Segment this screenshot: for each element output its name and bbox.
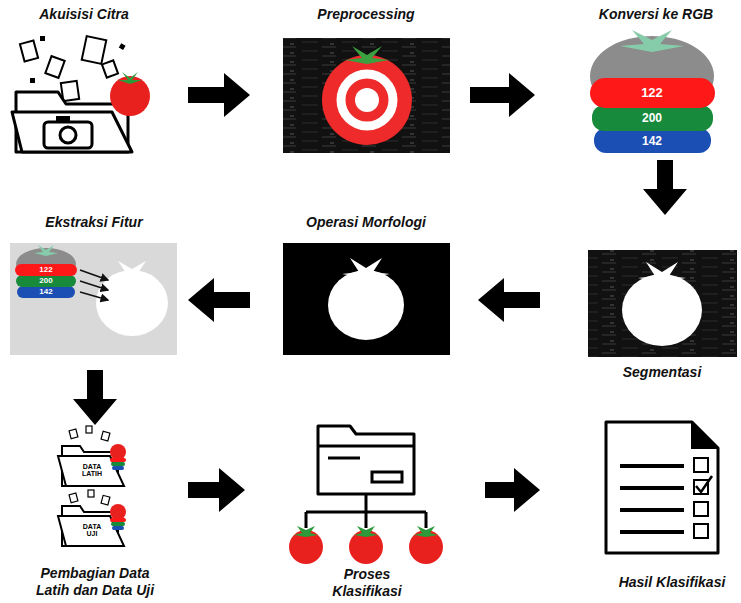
preprocessing-image (283, 38, 450, 153)
step-label: Hasil Klasifikasi (587, 574, 741, 591)
acquisition-icon (12, 36, 150, 152)
segmentation-image (588, 250, 737, 357)
channel-value: 122 (630, 86, 674, 99)
flow-arrow (188, 278, 250, 322)
flow-arrow (188, 468, 245, 512)
step-label: Segmentasi (582, 364, 741, 381)
morphology-step: Operasi Morfologi (250, 212, 478, 370)
flow-arrow (188, 73, 250, 117)
result-step: Hasil Klasifikasi (540, 415, 738, 600)
channel-value: 142 (31, 288, 61, 296)
flow-arrow (73, 370, 117, 425)
flow-arrow (470, 73, 535, 117)
classification-icon (289, 426, 443, 564)
step-label: Konversi ke RGB (571, 6, 741, 23)
preprocessing-step: Preprocessing (250, 5, 470, 160)
acquisition-step: Akuisisi Citra (5, 5, 188, 160)
rgb-tomato (590, 30, 715, 153)
step-label: Pembagian Data Latih dan Data Uji (24, 565, 166, 599)
split-step: Pembagian Data Latih dan Data Uji (5, 425, 188, 600)
channel-value: 142 (630, 135, 674, 147)
channel-value: 200 (630, 112, 674, 124)
result-document (606, 422, 718, 553)
step-label: Preprocessing (271, 6, 461, 23)
channel-value: 122 (31, 266, 61, 274)
channel-value: 200 (31, 277, 61, 285)
step-label: Akuisisi Citra (4, 6, 164, 23)
classification-step: Proses Klasifikasi (245, 420, 485, 600)
segmentation-step: Segmentasi (540, 215, 738, 390)
flow-arrow (478, 278, 540, 322)
feature-extraction-image (10, 243, 177, 355)
morphology-image (283, 243, 450, 355)
flow-arrow (485, 468, 540, 512)
rgb-step: Konversi ke RGB (535, 5, 738, 160)
flow-arrow (643, 160, 687, 215)
data-split-icons (58, 426, 126, 546)
feature-step: Ekstraksi Fitur (5, 212, 188, 370)
folder-label: DATA UJI (77, 523, 107, 537)
step-label: Ekstraksi Fitur (9, 214, 179, 231)
step-label: Proses Klasifikasi (318, 566, 416, 600)
step-label: Operasi Morfologi (266, 214, 466, 231)
folder-label: DATA LATIH (77, 463, 107, 477)
